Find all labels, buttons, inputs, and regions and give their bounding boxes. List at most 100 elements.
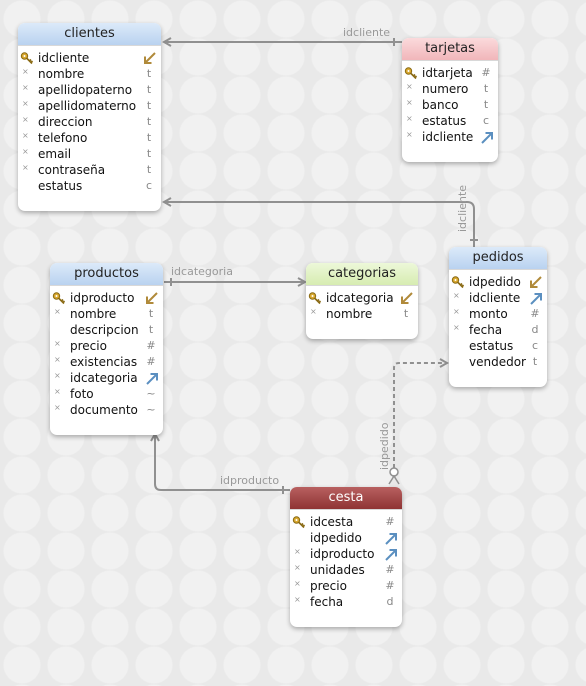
not-null-marker: ×: [54, 371, 61, 380]
column-row[interactable]: ×idcliente: [402, 129, 498, 145]
table-productos[interactable]: productos idproducto×nombret×descripciont…: [50, 263, 163, 435]
column-list: idcesta#×idpedido×idproducto×unidades#× p…: [290, 510, 402, 616]
column-type: #: [385, 579, 395, 592]
column-type: #: [146, 355, 156, 368]
column-row[interactable]: idcliente: [18, 50, 161, 66]
table-cesta[interactable]: cestaidcesta#×idpedido×idproducto×unidad…: [290, 487, 402, 627]
column-row[interactable]: idpedido: [449, 274, 547, 290]
column-row[interactable]: idproducto: [50, 290, 163, 306]
column-name: precio: [310, 579, 347, 593]
column-row[interactable]: ×existencias#: [50, 354, 163, 370]
column-row[interactable]: ×idpedido: [290, 530, 402, 546]
link-cesta-productos[interactable]: [154, 434, 290, 491]
column-row[interactable]: ×precio#: [290, 578, 402, 594]
column-name: idproducto: [310, 547, 375, 561]
table-title[interactable]: pedidos: [449, 247, 547, 270]
not-null-marker: ×: [22, 147, 29, 156]
link-label-tarjetas-clientes: idcliente: [343, 26, 391, 39]
link-label-pedidos-clientes: idcliente: [456, 184, 469, 232]
table-title[interactable]: tarjetas: [402, 38, 498, 61]
column-type: ~: [146, 387, 156, 400]
pk-arrow-icon: [146, 292, 158, 304]
column-row[interactable]: ×unidades#: [290, 562, 402, 578]
column-name: telefono: [38, 131, 88, 145]
column-type: d: [531, 323, 539, 336]
column-type: c: [531, 339, 539, 352]
column-name: estatus: [422, 114, 467, 128]
not-null-marker: ×: [406, 114, 413, 123]
not-null-marker: ×: [294, 563, 301, 572]
column-name: monto: [469, 307, 508, 321]
column-name: apellidomaterno: [38, 99, 137, 113]
column-row[interactable]: ×documento~: [50, 402, 163, 418]
not-null-marker: ×: [453, 323, 460, 332]
column-type: t: [483, 82, 489, 95]
column-name: idcategoria: [326, 291, 394, 305]
column-type: ~: [146, 403, 156, 416]
column-row[interactable]: ×foto~: [50, 386, 163, 402]
key-icon: [451, 276, 465, 289]
table-pedidos[interactable]: pedidosidpedido×idcliente×monto#×fechad×…: [449, 247, 547, 387]
key-icon: [292, 516, 306, 529]
not-null-marker: ×: [54, 339, 61, 348]
column-type: t: [146, 83, 152, 96]
column-name: idcategoria: [70, 371, 138, 385]
not-null-marker: ×: [22, 67, 29, 76]
column-row[interactable]: ×monto#: [449, 306, 547, 322]
column-row[interactable]: idcategoria: [306, 290, 418, 306]
fk-arrow-icon: [385, 549, 397, 561]
not-null-marker: ×: [453, 291, 460, 300]
table-title[interactable]: clientes: [18, 23, 161, 46]
fk-arrow-icon: [530, 293, 542, 305]
column-row[interactable]: idcesta#: [290, 514, 402, 530]
column-name: vendedor: [469, 355, 526, 369]
link-cesta-pedidos[interactable]: [393, 362, 447, 468]
column-name: idcliente: [422, 130, 474, 144]
pk-arrow-icon: [401, 292, 413, 304]
column-name: nombre: [38, 67, 85, 81]
link-pedidos-clientes-arrow: [161, 197, 172, 207]
column-type-icon: [143, 50, 156, 65]
pk-arrow-icon: [144, 52, 156, 64]
column-name: idcliente: [469, 291, 521, 305]
column-name: documento: [70, 403, 138, 417]
column-row[interactable]: ×idproducto: [290, 546, 402, 562]
table-title[interactable]: categorias: [306, 263, 418, 286]
column-type-icon: [480, 129, 493, 144]
column-name: descripcion: [70, 323, 139, 337]
column-row[interactable]: × idcliente: [449, 290, 547, 306]
table-title[interactable]: cesta: [290, 487, 402, 510]
column-type: t: [146, 163, 152, 176]
column-name: banco: [422, 98, 459, 112]
column-name: foto: [70, 387, 94, 401]
column-row[interactable]: idtarjeta#: [402, 65, 498, 81]
column-type: d: [386, 595, 394, 608]
column-row[interactable]: ×precio#: [50, 338, 163, 354]
column-row[interactable]: × nombre t: [18, 66, 161, 82]
column-name: idpedido: [469, 275, 521, 289]
column-row[interactable]: × idcategoria: [50, 370, 163, 386]
table-title[interactable]: productos: [50, 263, 163, 286]
column-type: t: [146, 67, 152, 80]
link-pedidos-clientes[interactable]: [164, 201, 475, 248]
